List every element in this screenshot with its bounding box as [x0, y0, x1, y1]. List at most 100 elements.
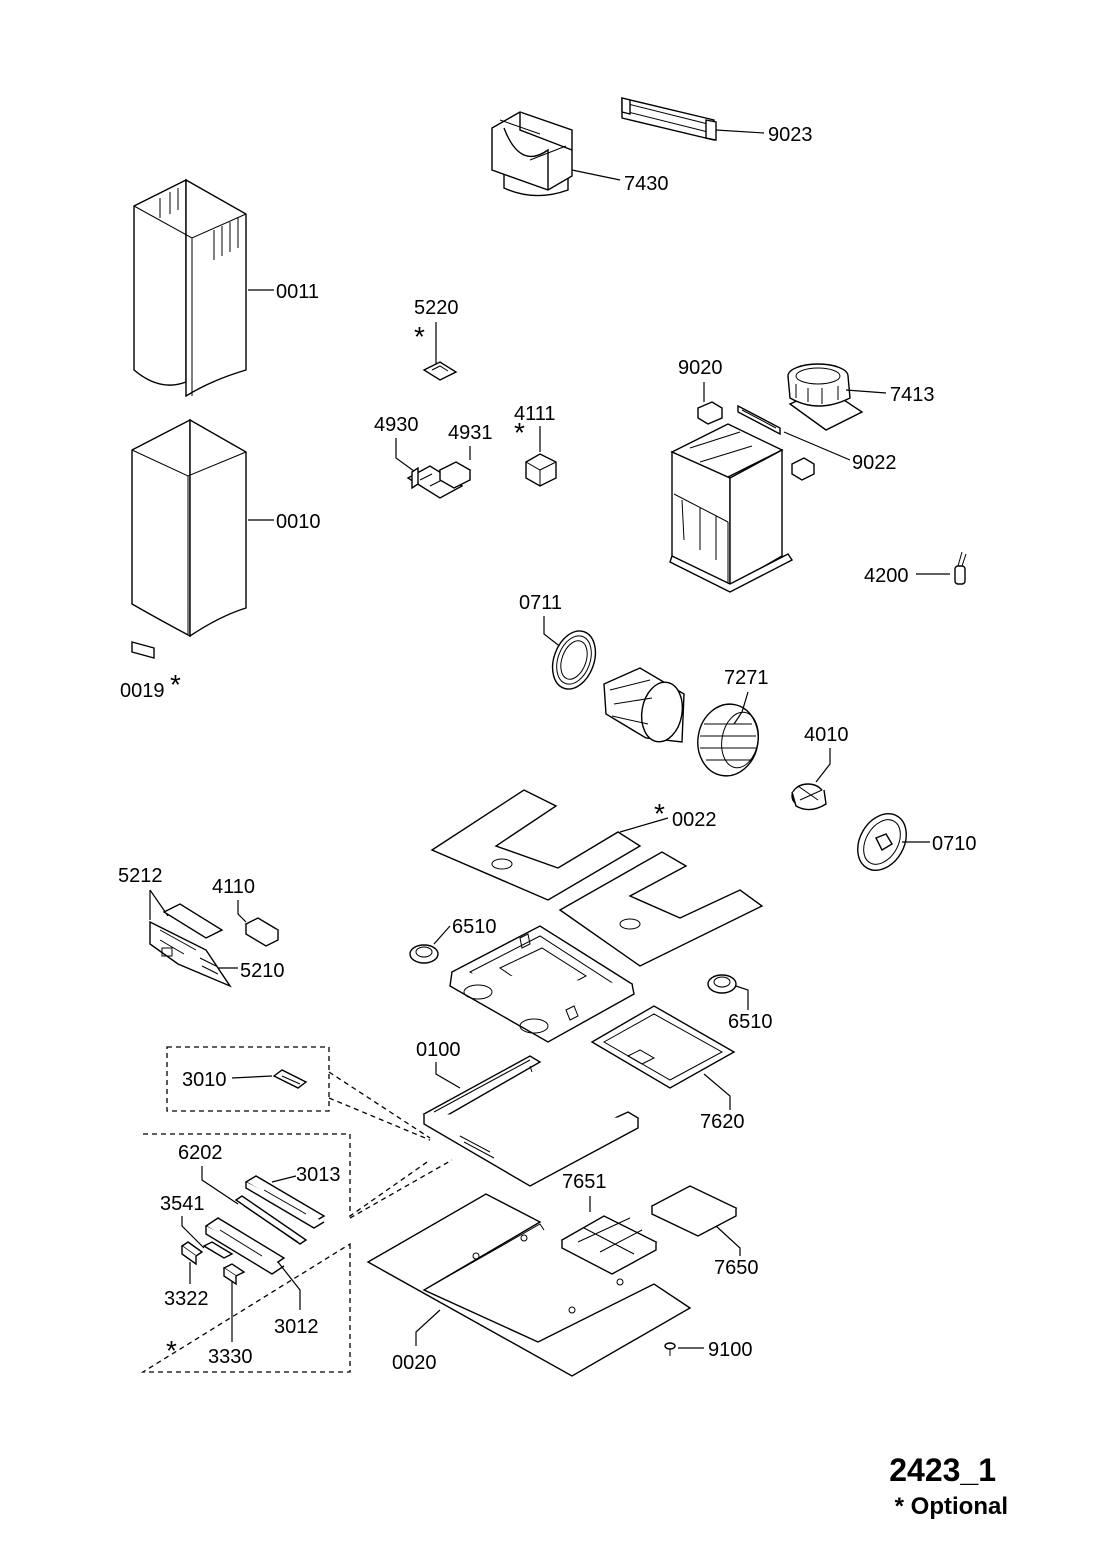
part-4200-capacitor: [954, 551, 967, 585]
label-3012: 3012: [274, 1316, 319, 1338]
part-0710-rear-ring: [857, 813, 907, 871]
label-4010: 4010: [804, 724, 849, 746]
leader-3013: [271, 1175, 297, 1183]
part-4931-component: [438, 461, 472, 489]
part-3330-switch: [222, 1263, 246, 1286]
label-7271: 7271: [724, 667, 769, 689]
part-9022-clip: [791, 457, 815, 481]
label-7620: 7620: [700, 1111, 745, 1133]
label-0710: 0710: [932, 833, 977, 855]
leader-0711: [543, 616, 563, 649]
part-7650-carbon-filter: [650, 1185, 738, 1237]
leader-6510-right: [735, 985, 749, 1010]
part-4110-switch: [244, 917, 280, 947]
part-5212-board: [149, 903, 232, 988]
part-7271-impeller: [697, 703, 759, 777]
detail-box-3010: [166, 1046, 330, 1112]
label-9023: 9023: [768, 124, 813, 146]
label-4200: 4200: [864, 565, 909, 587]
leader-0100: [435, 1062, 461, 1089]
leader-3012: [277, 1261, 301, 1310]
label-0011: 0011: [276, 281, 319, 303]
part-7620-filter: [590, 1005, 736, 1089]
leader-9023: [715, 129, 765, 134]
leader-5212: [149, 889, 169, 920]
label-0019: 0019: [120, 680, 165, 702]
label-0020: 0020: [392, 1352, 437, 1374]
optional-mark-0022: *: [654, 798, 665, 829]
label-6510-left: 6510: [452, 916, 497, 938]
leader-7271: [733, 691, 749, 725]
leader-7430: [571, 169, 621, 181]
leader-6510-left: [433, 925, 451, 945]
part-9100-screw: [664, 1342, 676, 1356]
leader-4010: [815, 748, 831, 783]
part-blower-scroll: [603, 667, 685, 743]
leader-4930: [395, 438, 419, 475]
part-5220-component: [422, 361, 458, 381]
leader-9022: [783, 431, 851, 461]
label-4110: 4110: [212, 876, 255, 898]
part-0010-lower-chimney: [131, 418, 247, 638]
leader-3541: [181, 1216, 205, 1249]
part-7430-duct-adaptor: [491, 111, 573, 197]
label-6202: 6202: [178, 1142, 223, 1164]
optional-mark-4111: *: [514, 417, 525, 448]
part-7651-carbon-filter-frame: [560, 1215, 658, 1275]
leader-7620: [703, 1073, 731, 1110]
label-5220: 5220: [414, 297, 459, 319]
leader-0022: [619, 817, 669, 833]
label-7650: 7650: [714, 1257, 759, 1279]
part-0100-bottom-frame: [422, 1055, 640, 1187]
label-0010: 0010: [276, 511, 321, 533]
part-3012-board: [204, 1217, 286, 1275]
part-9020-clip: [697, 401, 723, 425]
label-0100: 0100: [416, 1039, 461, 1061]
part-frame: [449, 925, 635, 1043]
label-4930: 4930: [374, 414, 419, 436]
part-0022-insulation-sheet-upper: [430, 789, 642, 901]
part-6510-lamp-right: [707, 974, 737, 994]
optional-mark-0019: *: [170, 669, 181, 700]
label-7651: 7651: [562, 1171, 607, 1193]
part-4010-motor: [791, 783, 827, 811]
label-3541: 3541: [160, 1193, 205, 1215]
label-7413: 7413: [890, 384, 935, 406]
part-4930-bracket: [406, 465, 464, 499]
label-6510-right: 6510: [728, 1011, 773, 1033]
leader-3010: [231, 1075, 273, 1079]
label-3013: 3013: [296, 1164, 341, 1186]
leader-4110: [237, 900, 247, 923]
part-0711-inlet-ring: [551, 630, 597, 690]
part-3541-button: [202, 1241, 234, 1259]
label-9100: 9100: [708, 1339, 753, 1361]
label-4111: 4111: [514, 403, 556, 425]
figure-id: 2423_1: [889, 1452, 996, 1488]
part-motor-housing: [669, 423, 794, 593]
callout-3010: [328, 1071, 431, 1141]
callout-controls: [349, 1159, 453, 1219]
part-9023-bracket: [621, 97, 717, 141]
detail-box-controls: [140, 1133, 431, 1373]
label-0711: 0711: [519, 592, 562, 614]
label-3010: 3010: [182, 1069, 227, 1091]
part-6202-light-guide: [234, 1195, 308, 1245]
part-7413-scroll-ring: [787, 363, 864, 431]
label-9020: 9020: [678, 357, 723, 379]
leader-7650: [715, 1225, 741, 1256]
label-4931: 4931: [448, 422, 493, 444]
label-5212: 5212: [118, 865, 163, 887]
part-0011-upper-chimney: [133, 178, 247, 398]
leader-0020: [415, 1309, 441, 1346]
leader-7413: [845, 389, 887, 394]
part-4111-switch: [525, 453, 557, 487]
part-3010-switch: [272, 1069, 308, 1089]
part-0020-bottom-panel: [366, 1193, 692, 1377]
optional-note: * Optional: [894, 1493, 1008, 1520]
label-0022: 0022: [672, 809, 717, 831]
leader-6202: [201, 1166, 239, 1205]
label-5210: 5210: [240, 960, 285, 982]
label-3322: 3322: [164, 1288, 209, 1310]
label-7430: 7430: [624, 173, 669, 195]
